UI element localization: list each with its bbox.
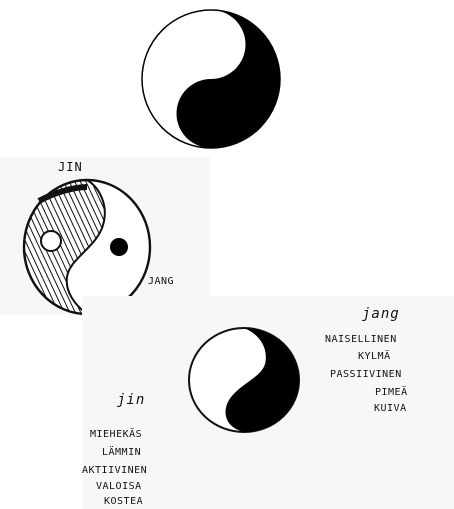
yin-word-4: VALOISA [96, 482, 142, 492]
yang-word-1: NAISELLINEN [325, 335, 397, 345]
yang-word-2: KYLMÄ [358, 352, 391, 362]
yin-yang-symbol [141, 9, 281, 149]
yang-word-3: PASSIIVINEN [330, 370, 402, 380]
yin-word-2: LÄMMIN [102, 448, 141, 458]
yang-word-4: PIMEÄ [375, 388, 408, 398]
yin-word-3: AKTIIVINEN [82, 466, 147, 476]
yin-word-1: MIEHEKÄS [90, 430, 142, 440]
sketch-one-light-dot [41, 231, 61, 251]
yang-word-5: KUIVA [374, 404, 407, 414]
sketch-two-heading-yang: jang [362, 307, 400, 321]
sketch-one-label-yang: JANG [148, 277, 174, 287]
sketch-two-yin-yang [187, 326, 301, 434]
sketch-one-dark-dot [110, 238, 128, 256]
sketch-two-heading-yin: jin [117, 393, 145, 407]
dark-dot [205, 108, 217, 120]
light-dot [205, 39, 217, 51]
sketch-one-label-yin: JIN [58, 161, 83, 173]
yin-word-5: KOSTEA [104, 497, 143, 507]
